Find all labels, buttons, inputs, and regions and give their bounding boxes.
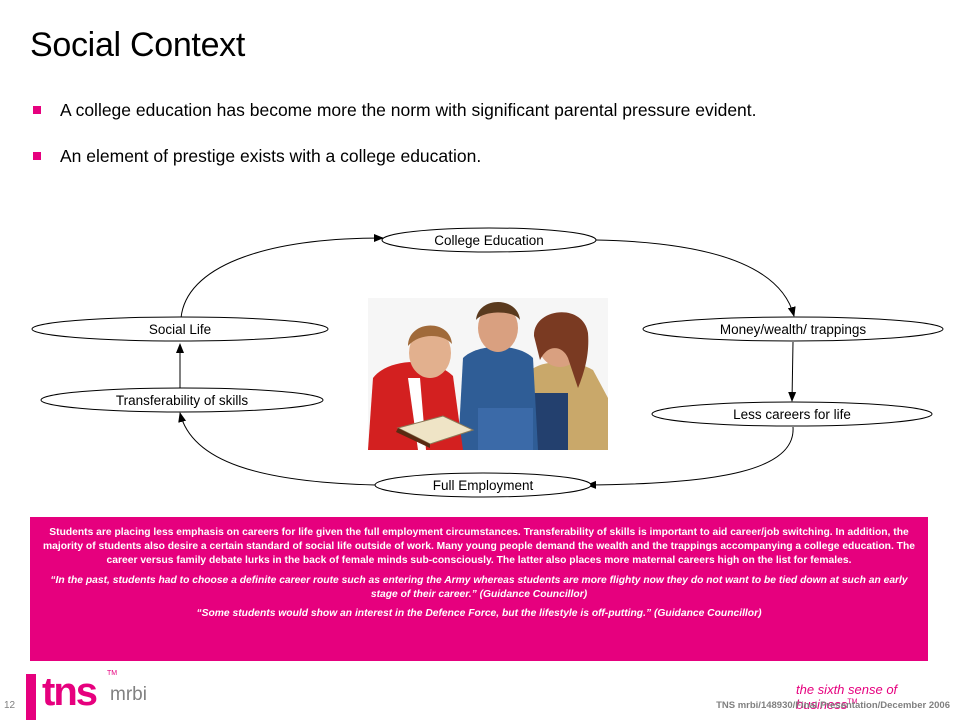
arrow-employment-to-transferability (178, 412, 376, 486)
mrbi-logo: mrbi (110, 684, 147, 705)
arrow-less-careers-to-employment (586, 426, 794, 489)
arrow-money-to-less-careers (788, 341, 797, 402)
node-social-life: Social Life (31, 316, 329, 342)
node-college-education: College Education (381, 227, 597, 253)
node-full-employment: Full Employment (374, 472, 592, 498)
bullet-list: A college education has become more the … (33, 96, 757, 188)
node-label: Less careers for life (733, 407, 851, 422)
page-title: Social Context (30, 26, 246, 64)
node-money-wealth: Money/wealth/ trappings (642, 316, 944, 342)
students-illustration (368, 298, 608, 450)
tagline-trademark: TM (847, 698, 858, 706)
logo-trademark: TM (107, 670, 118, 677)
students-photo (368, 298, 608, 450)
square-bullet-icon (33, 106, 41, 114)
node-label: Money/wealth/ trappings (720, 322, 867, 337)
summary-box: Students are placing less emphasis on ca… (30, 517, 928, 661)
logo-accent-bar (26, 674, 36, 720)
arrow-college-to-money (595, 239, 796, 317)
quote-text: “In the past, students had to choose a d… (50, 574, 908, 600)
square-bullet-icon (33, 152, 41, 160)
node-label: Transferability of skills (116, 393, 249, 408)
bullet-item: An element of prestige exists with a col… (33, 142, 757, 170)
arrow-social-to-college (180, 234, 384, 319)
presentation-reference: TNS mrbi/148930/Final Presentation/Decem… (716, 700, 950, 711)
node-transferability: Transferability of skills (40, 387, 324, 413)
summary-paragraph: Students are placing less emphasis on ca… (43, 527, 915, 567)
node-label: Social Life (149, 322, 211, 337)
node-less-careers: Less careers for life (651, 401, 933, 427)
node-label: College Education (434, 233, 544, 248)
tns-logo: tns (42, 670, 98, 714)
node-label: Full Employment (433, 478, 534, 493)
bullet-text: An element of prestige exists with a col… (60, 145, 482, 166)
tagline-text: the sixth sense of business (796, 682, 898, 712)
bullet-text: A college education has become more the … (60, 99, 757, 120)
bullet-item: A college education has become more the … (33, 96, 757, 124)
page-number: 12 (4, 700, 16, 711)
tagline: the sixth sense of businessTM (796, 682, 960, 712)
quote-text: “Some students would show an interest in… (196, 608, 762, 620)
